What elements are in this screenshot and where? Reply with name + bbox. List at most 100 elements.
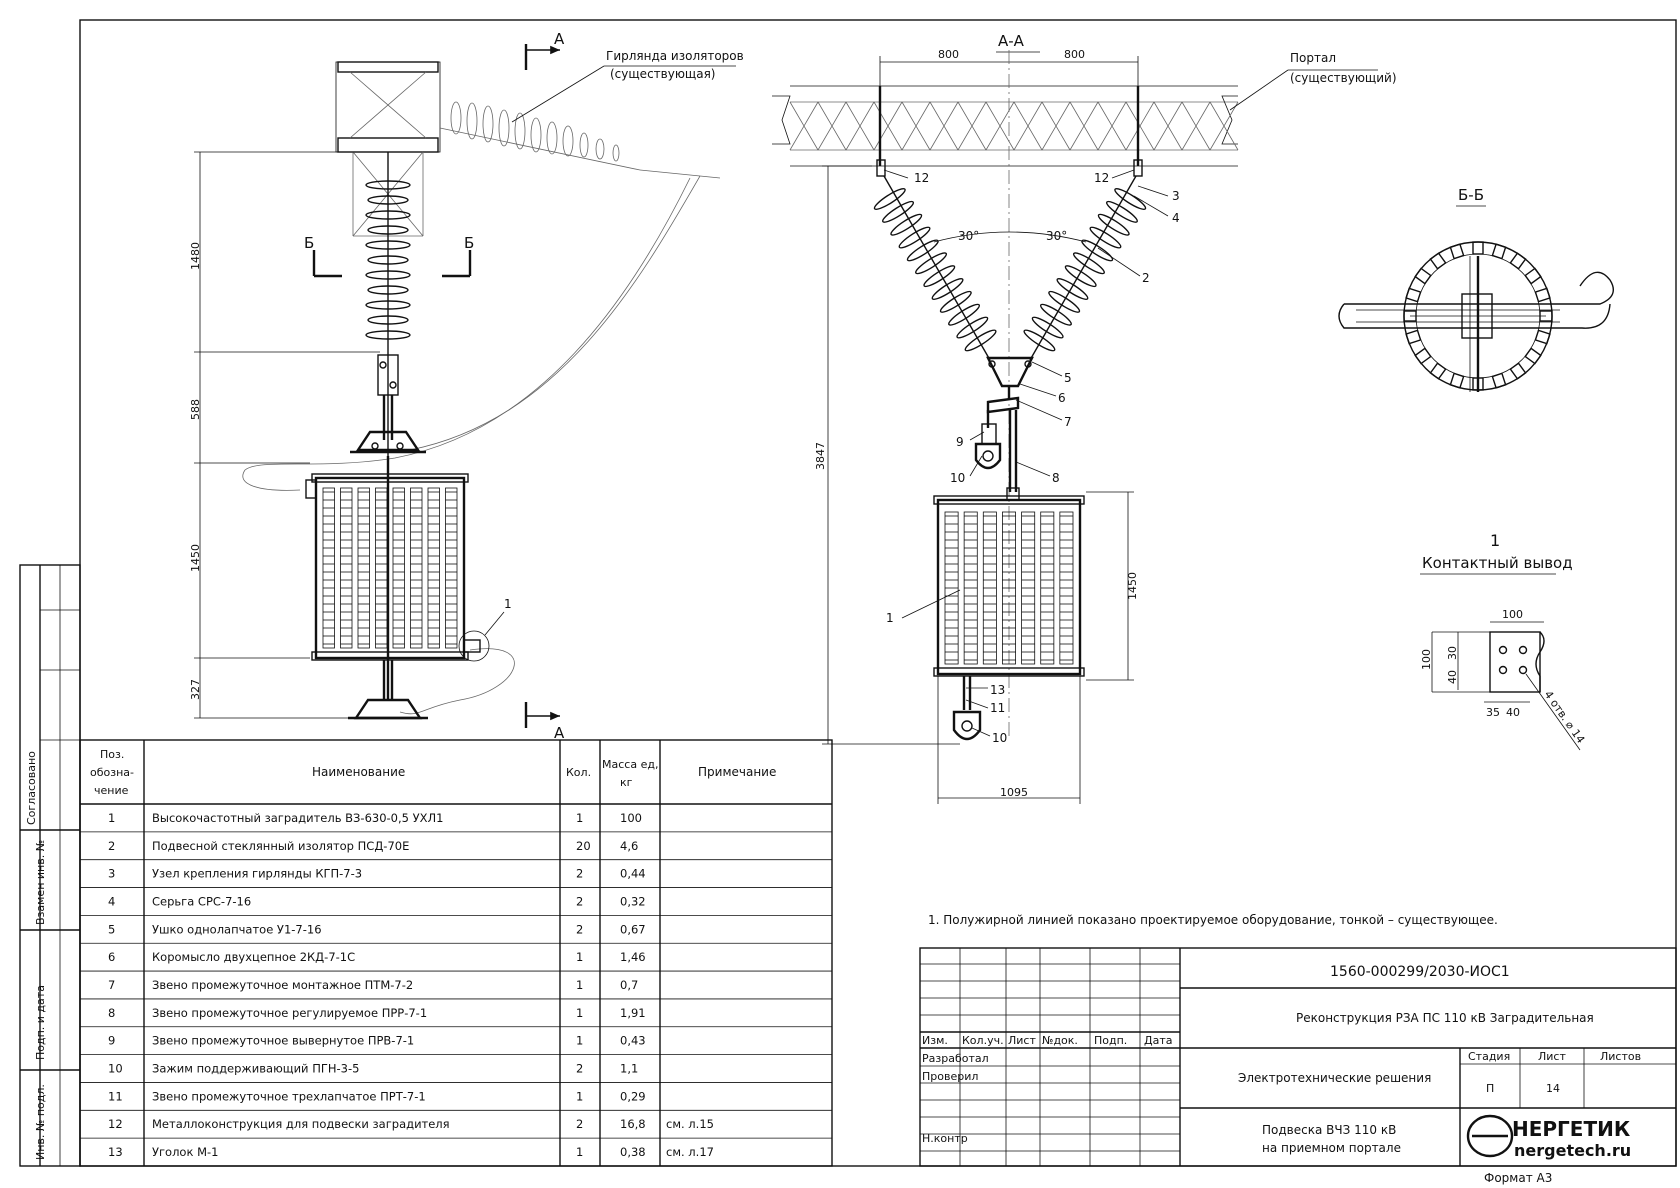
spec-cell-qty: 1 xyxy=(576,950,583,964)
sheet-frame xyxy=(79,19,1677,1167)
hdr-note: Примечание xyxy=(698,765,776,779)
pos-label-2: 2 xyxy=(1142,271,1150,285)
stamp-sign-date: Подп. и дата xyxy=(34,985,47,1060)
spec-cell-name: Зажим поддерживающий ПГН-3-5 xyxy=(152,1062,359,1076)
spec-cell-pos: 2 xyxy=(108,839,115,853)
spec-cell-note: см. л.15 xyxy=(666,1117,714,1131)
spec-cell-pos: 1 xyxy=(108,811,115,825)
callout-portal-1: Портал xyxy=(1290,51,1336,65)
pos-label-10-lower: 10 xyxy=(992,731,1007,745)
sheet-title-1: Подвеска ВЧЗ 110 кВ xyxy=(1262,1123,1396,1137)
spec-cell-qty: 1 xyxy=(576,978,583,992)
spec-cell-qty: 1 xyxy=(576,811,583,825)
spec-cell-pos: 4 xyxy=(108,894,115,908)
contact-terminal-detail: 1 Контактный вывод 100 100 30 40 35 40 4… xyxy=(1420,531,1587,751)
spec-cell-pos: 12 xyxy=(108,1117,123,1131)
spec-cell-qty: 1 xyxy=(576,1145,583,1159)
spec-cell-pos: 9 xyxy=(108,1034,115,1048)
spec-cell-qty: 2 xyxy=(576,894,583,908)
spec-cell-mass: 0,29 xyxy=(620,1089,646,1103)
col-podp: Подп. xyxy=(1094,1034,1127,1047)
spec-cell-qty: 20 xyxy=(576,839,591,853)
spec-cell-mass: 0,43 xyxy=(620,1034,646,1048)
spec-cell-mass: 100 xyxy=(620,811,642,825)
sheet-header: Лист xyxy=(1538,1050,1566,1063)
hdr-pos-1: Поз. xyxy=(100,748,124,761)
pos-label-9: 9 xyxy=(956,435,964,449)
sheet-title-2: на приемном портале xyxy=(1262,1141,1401,1155)
pos-label-3: 3 xyxy=(1172,189,1180,203)
dim-327: 327 xyxy=(189,679,202,700)
stamp-replacement: Взамен инв. № xyxy=(34,840,47,925)
spec-cell-name: Серьга СРС-7-16 xyxy=(152,894,251,908)
contact-num: 1 xyxy=(1490,531,1500,550)
callout-garland-1: Гирлянда изоляторов xyxy=(606,49,744,63)
hdr-qty: Кол. xyxy=(566,766,591,779)
spec-cell-name: Звено промежуточное монтажное ПТМ-7-2 xyxy=(152,978,413,992)
pos-label-11: 11 xyxy=(990,701,1005,715)
section-aa-view: А-А 800 800 30° 30° xyxy=(772,32,1397,804)
dim-1450-right: 1450 xyxy=(1126,572,1139,600)
spec-cell-name: Звено промежуточное вывернутое ПРВ-7-1 xyxy=(152,1034,414,1048)
pos-label-10-upper: 10 xyxy=(950,471,965,485)
spec-cell-mass: 1,46 xyxy=(620,950,646,964)
spec-cell-mass: 1,91 xyxy=(620,1006,646,1020)
dim-800-b: 800 xyxy=(1064,48,1085,61)
spec-cell-qty: 2 xyxy=(576,1062,583,1076)
dim-3847: 3847 xyxy=(814,442,827,470)
hdr-name: Наименование xyxy=(312,765,405,779)
stamp-agreed: Согласовано xyxy=(25,751,38,825)
col-date: Дата xyxy=(1144,1034,1172,1047)
pos-label-13: 13 xyxy=(990,683,1005,697)
sheets-header: Листов xyxy=(1600,1050,1641,1063)
sheet-format: Формат А3 xyxy=(1484,1171,1552,1185)
role-normcontrol: Н.контр xyxy=(922,1132,968,1145)
pos-label-12-left: 12 xyxy=(914,171,929,185)
dim-1095: 1095 xyxy=(1000,786,1028,799)
spec-cell-qty: 1 xyxy=(576,1006,583,1020)
angle-30-a: 30° xyxy=(958,229,979,243)
spec-cell-pos: 6 xyxy=(108,950,115,964)
project-name: Реконструкция РЗА ПС 110 кВ Заградительн… xyxy=(1296,1011,1594,1025)
dim-30: 30 xyxy=(1446,646,1459,660)
dim-800-a: 800 xyxy=(938,48,959,61)
role-developed: Разработал xyxy=(922,1052,989,1065)
spec-cell-pos: 5 xyxy=(108,922,115,936)
left-view: 1 1480 588 1450 327 А А Б Б Гирлянда изо… xyxy=(189,30,744,742)
doc-code: 1560-000299/2030-ИОС1 xyxy=(1330,964,1510,980)
col-kolych: Кол.уч. xyxy=(962,1034,1004,1047)
section-a-bottom: А xyxy=(554,724,565,742)
spec-cell-name: Звено промежуточное регулируемое ПРР-7-1 xyxy=(152,1006,427,1020)
spec-cell-name: Звено промежуточное трехлапчатое ПРТ-7-1 xyxy=(152,1089,426,1103)
hdr-pos-2: обозна- xyxy=(90,766,134,779)
pos-label-12-right: 12 xyxy=(1094,171,1109,185)
spec-cell-note: см. л.17 xyxy=(666,1145,714,1159)
dim-1480: 1480 xyxy=(189,242,202,270)
pos-label-5: 5 xyxy=(1064,371,1072,385)
section-name: Электротехнические решения xyxy=(1238,1071,1431,1085)
stage-header: Стадия xyxy=(1468,1050,1510,1063)
spec-cell-mass: 0,32 xyxy=(620,894,646,908)
callout-garland-2: (существующая) xyxy=(610,67,716,81)
spec-cell-name: Высокочастотный заградитель ВЗ-630-0,5 У… xyxy=(152,811,443,825)
spec-cell-qty: 1 xyxy=(576,1034,583,1048)
sheet-value: 14 xyxy=(1546,1082,1560,1095)
callout-portal-2: (существующий) xyxy=(1290,71,1397,85)
dim-100-top: 100 xyxy=(1502,608,1523,621)
logo-name: НЕРГЕТИК xyxy=(1512,1117,1631,1141)
hdr-mass-1: Масса ед, xyxy=(602,758,658,771)
pos-label-6: 6 xyxy=(1058,391,1066,405)
spec-cell-mass: 16,8 xyxy=(620,1117,646,1131)
logo-site: nergetech.ru xyxy=(1514,1141,1631,1160)
spec-cell-name: Металлоконструкция для подвески заградит… xyxy=(152,1117,450,1131)
pos-label-1: 1 xyxy=(886,611,894,625)
section-bb-title: Б-Б xyxy=(1458,186,1484,204)
angle-30-b: 30° xyxy=(1046,229,1067,243)
spec-cell-pos: 13 xyxy=(108,1145,123,1159)
spec-cell-mass: 0,44 xyxy=(620,867,646,881)
section-b-left: Б xyxy=(304,234,314,252)
spec-cell-mass: 4,6 xyxy=(620,839,638,853)
spec-cell-pos: 8 xyxy=(108,1006,115,1020)
company-logo: НЕРГЕТИК nergetech.ru xyxy=(1466,1114,1631,1160)
